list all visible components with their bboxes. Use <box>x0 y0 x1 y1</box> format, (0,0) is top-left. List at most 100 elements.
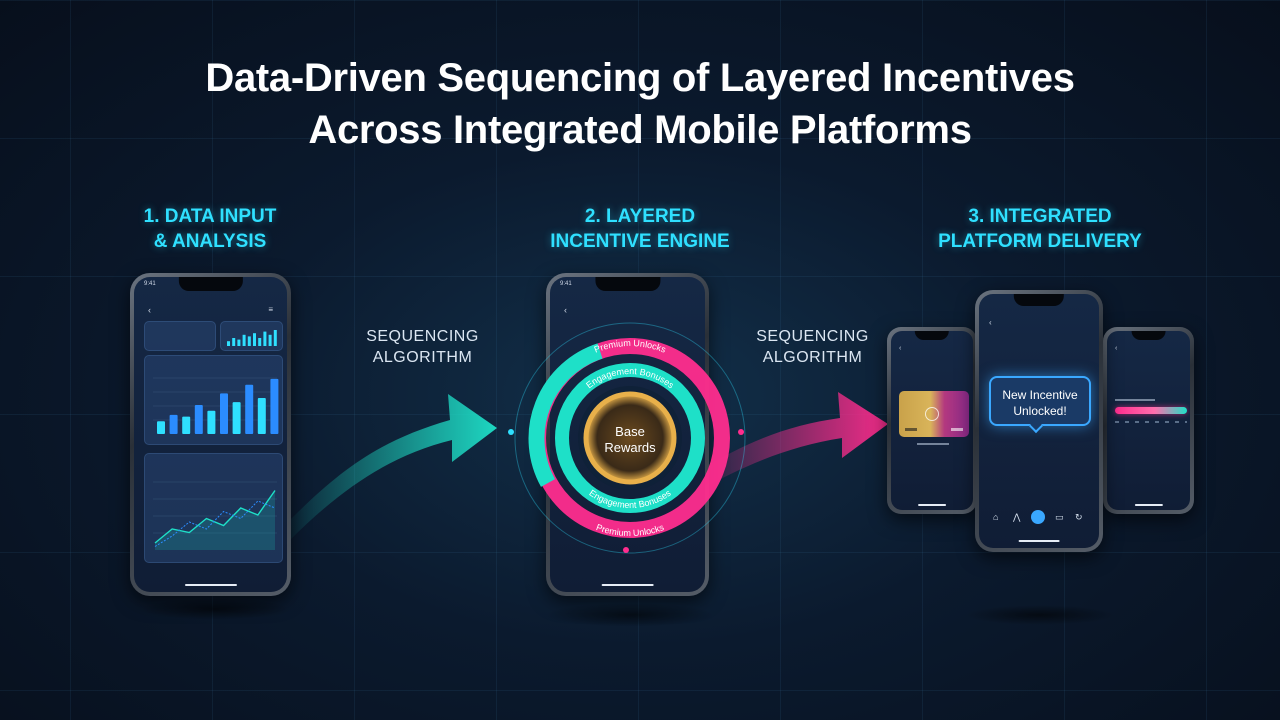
reward-card[interactable] <box>899 391 969 437</box>
bar <box>182 416 191 434</box>
home-indicator <box>1134 504 1163 506</box>
outer-ring-teal-segment <box>528 343 603 487</box>
mini-bar <box>242 334 246 346</box>
back-arrow-icon[interactable]: ‹ <box>1115 345 1118 352</box>
step-2-line-2: INCENTIVE ENGINE <box>550 231 730 252</box>
bar <box>245 384 254 434</box>
connector-2-line-2: ALGORITHM <box>762 349 863 366</box>
phone-data-analysis: 9:41 ‹ ≡ <box>130 273 291 596</box>
line-chart-card <box>144 453 283 563</box>
arrow-1 <box>290 394 497 540</box>
step-1-line-1: 1. DATA INPUT <box>143 206 277 227</box>
series-line-b <box>154 500 276 547</box>
page-title: Data-Driven Sequencing of Layered Incent… <box>0 52 1280 156</box>
card-caption <box>917 443 949 445</box>
bar <box>207 410 216 434</box>
step-2-heading: 2. LAYERED INCENTIVE ENGINE <box>510 204 770 254</box>
phone-2-shadow <box>545 603 715 627</box>
phone-3-shadow <box>965 605 1115 625</box>
phone-1-notch <box>178 277 243 291</box>
bar <box>257 398 266 434</box>
home-indicator <box>918 504 946 506</box>
progress-caption <box>1115 399 1155 401</box>
step-1-heading: 1. DATA INPUT & ANALYSIS <box>100 204 320 254</box>
mini-bar <box>237 339 241 346</box>
connector-label-2: SEQUENCING ALGORITHM <box>745 326 880 368</box>
series-line-a <box>154 490 276 544</box>
connector-label-1: SEQUENCING ALGORITHM <box>355 326 490 368</box>
phone-3a-screen: ‹ <box>891 331 973 510</box>
bar <box>220 393 228 434</box>
connector-1-line-1: SEQUENCING <box>366 328 479 345</box>
mini-bar-chart <box>227 330 277 346</box>
reward-card-icon <box>925 407 939 421</box>
step-3-line-1: 3. INTEGRATED <box>968 206 1112 227</box>
orbit-node-right <box>738 429 744 435</box>
bar-chart-card <box>144 355 283 445</box>
mini-bar <box>227 341 230 346</box>
card-chip <box>905 428 917 431</box>
rewards-tab-icon[interactable] <box>1031 510 1045 524</box>
line-area <box>155 490 275 550</box>
card-mark <box>951 428 963 431</box>
back-arrow-icon[interactable]: ‹ <box>148 305 151 315</box>
title-line-2: Across Integrated Mobile Platforms <box>308 108 972 152</box>
mini-bar <box>268 334 272 346</box>
step-3-line-2: PLATFORM DELIVERY <box>938 231 1142 252</box>
core-base-rewards <box>583 391 677 485</box>
mini-bar <box>253 333 256 346</box>
back-arrow-icon[interactable]: ‹ <box>899 345 902 352</box>
phone-1-shadow <box>140 598 290 620</box>
summary-card <box>144 321 216 351</box>
progress-bar <box>1115 407 1187 414</box>
menu-icon[interactable]: ≡ <box>268 305 273 314</box>
phone-3b-screen: ‹ New Incentive Unlocked! ⌂ ⋀ ▭ ↻ <box>979 294 1099 548</box>
phone-3c-screen: ‹ <box>1107 331 1190 510</box>
home-indicator <box>1018 540 1060 542</box>
middle-ring-engagement <box>555 363 705 513</box>
back-arrow-icon[interactable]: ‹ <box>564 305 567 315</box>
phone-3b-notch <box>1013 294 1065 306</box>
back-arrow-icon[interactable]: ‹ <box>989 318 992 327</box>
connector-2-line-1: SEQUENCING <box>756 328 869 345</box>
bar <box>157 421 165 434</box>
core-label-line-2: Rewards <box>604 440 656 455</box>
outer-orbit <box>514 322 746 554</box>
refresh-icon[interactable]: ↻ <box>1075 512 1083 522</box>
notification-line-2: Unlocked! <box>1013 404 1067 418</box>
home-icon[interactable]: ⌂ <box>993 512 999 522</box>
phone-2-notch <box>594 277 661 291</box>
orbit-node-bottom <box>623 547 629 553</box>
status-time: 9:41 <box>144 281 156 287</box>
core-label-line-1: Base <box>615 424 645 439</box>
mini-chart-card <box>220 321 283 351</box>
phone-delivery-right: ‹ <box>1103 327 1194 514</box>
status-time: 9:41 <box>560 281 572 287</box>
mini-bar <box>258 338 262 346</box>
step-3-heading: 3. INTEGRATED PLATFORM DELIVERY <box>900 204 1180 254</box>
bar-chart <box>153 377 279 434</box>
arrow-2 <box>700 392 888 490</box>
chat-icon[interactable]: ▭ <box>1055 512 1064 522</box>
mini-bar <box>263 331 267 346</box>
phone-delivery-center: ‹ New Incentive Unlocked! ⌂ ⋀ ▭ ↻ <box>975 290 1103 552</box>
home-indicator <box>184 584 237 586</box>
bar <box>270 378 279 434</box>
new-incentive-notification[interactable]: New Incentive Unlocked! <box>989 376 1091 426</box>
activity-icon[interactable]: ⋀ <box>1013 512 1021 522</box>
mini-bar <box>232 338 236 346</box>
notification-line-1: New Incentive <box>1002 388 1078 402</box>
connector-1-line-2: ALGORITHM <box>372 349 473 366</box>
bar <box>232 402 241 434</box>
phone-3a-notch <box>914 331 950 340</box>
phone-3c-notch <box>1131 331 1166 340</box>
progress-ticks <box>1115 421 1187 423</box>
mini-bar <box>247 336 251 346</box>
orbit-node-left <box>508 429 514 435</box>
line-chart <box>153 481 277 550</box>
mini-bar <box>273 330 277 346</box>
step-2-line-1: 2. LAYERED <box>584 206 696 227</box>
bar <box>169 414 178 434</box>
title-line-1: Data-Driven Sequencing of Layered Incent… <box>205 56 1075 100</box>
bar <box>194 405 203 434</box>
